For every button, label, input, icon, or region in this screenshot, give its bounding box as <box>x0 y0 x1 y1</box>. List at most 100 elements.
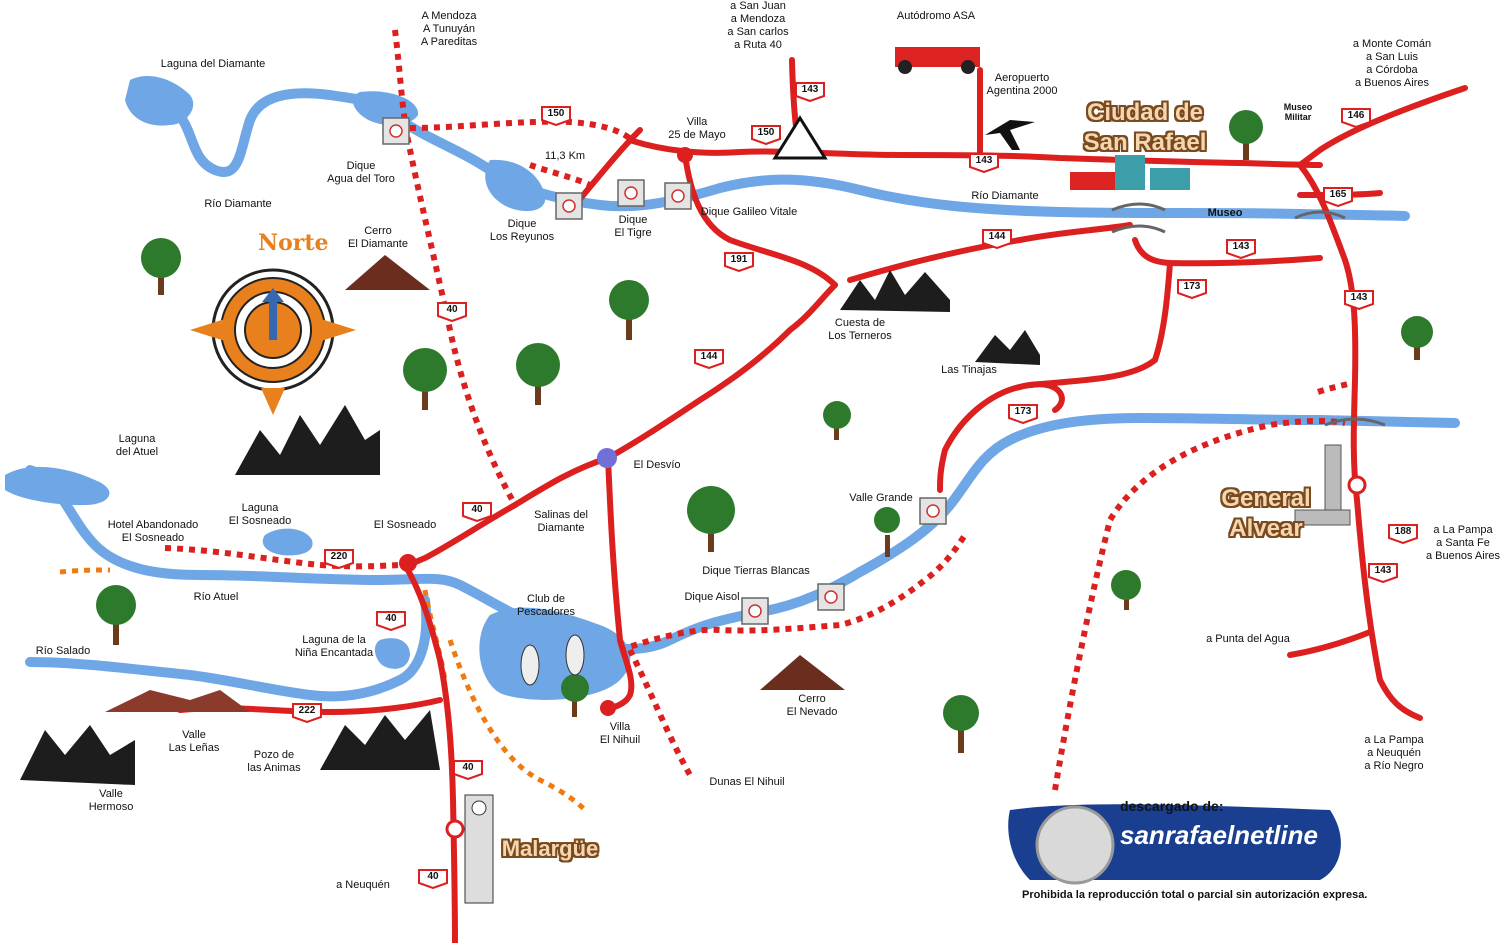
label-line: Las Leñas <box>168 742 220 754</box>
race-car-icon <box>895 47 980 74</box>
compass-rose <box>190 268 356 415</box>
tree-icon <box>516 343 560 405</box>
tree-icon <box>96 585 136 645</box>
tree-icon <box>403 348 447 410</box>
label-line: El Sosneado <box>373 519 437 531</box>
fish-icons <box>520 634 585 686</box>
dam-icon <box>817 583 845 611</box>
label-dunas: Dunas El Nihuil <box>709 776 784 789</box>
shield-icon <box>751 125 781 145</box>
route-165 <box>1297 162 1423 721</box>
label-line: a Ruta 40 <box>734 39 782 51</box>
dam-icon <box>382 117 410 145</box>
rio-diamante-upper <box>170 88 1410 221</box>
label-line: El Desvío <box>633 459 681 471</box>
route-40-south <box>402 562 458 943</box>
mountain-icon <box>235 405 380 475</box>
shield-icon <box>724 252 754 272</box>
shield-icon <box>453 760 483 780</box>
mountains <box>20 255 1040 785</box>
shield-icon <box>1341 108 1371 128</box>
label-line: A Pareditas <box>420 36 478 48</box>
monument-icon <box>1294 444 1351 526</box>
laguna-del-atuel-shape <box>5 466 110 506</box>
route-number: 143 <box>1232 241 1250 252</box>
fish-icon <box>520 644 540 686</box>
label-line: Hotel Abandonado <box>107 519 199 531</box>
bridge-icon <box>1111 224 1166 234</box>
route-shield: 143 <box>1368 563 1398 583</box>
route-shield: 188 <box>1388 524 1418 544</box>
cerro-nevado-icon <box>760 655 845 690</box>
label-las-tinajas: Las Tinajas <box>941 364 997 377</box>
city-line: Malargüe <box>501 836 599 861</box>
route-number: 143 <box>1350 292 1368 303</box>
city-skyline-icon <box>1070 155 1190 190</box>
orange-roads <box>59 567 587 812</box>
label-line: Niña Encantada <box>294 647 374 659</box>
label-line: Cerro <box>364 225 392 237</box>
shield-icon <box>1344 290 1374 310</box>
label-line: Aeropuerto <box>994 72 1050 84</box>
label-line: a Río Negro <box>1364 760 1424 772</box>
label-rio-atuel: Río Atuel <box>194 591 239 604</box>
label-line: A Tunuyán <box>422 23 475 35</box>
shield-icon <box>418 869 448 889</box>
shield-icon <box>1368 563 1398 583</box>
label-line: Dique <box>346 160 376 172</box>
label-line: Villa <box>609 721 631 733</box>
dirt-road-alvear-north <box>1317 381 1349 395</box>
route-number: 143 <box>1374 565 1392 576</box>
tree-icon <box>561 674 589 717</box>
label-line: 25 de Mayo <box>668 129 726 141</box>
label-km: 11,3 Km <box>545 150 585 163</box>
dirt-road-150 <box>409 118 634 143</box>
shield-icon <box>982 229 1012 249</box>
label-line: Dique Tierras Blancas <box>702 565 810 577</box>
label-line: Pescadores <box>516 606 576 618</box>
route-shield: 143 <box>969 153 999 173</box>
route-143-sr-alvear <box>1132 237 1323 267</box>
shield-icon <box>437 302 467 322</box>
label-line: a Neuquén <box>1367 747 1421 759</box>
label-line: a Córdoba <box>1366 64 1418 76</box>
label-dique-aisol: Dique Aisol <box>684 591 739 604</box>
dirt-road-aisol <box>619 533 968 653</box>
credit-logo-bg <box>1008 804 1341 885</box>
junctions <box>399 147 1367 839</box>
label-rio-diamante-w: Río Diamante <box>204 198 271 211</box>
route-shield: 191 <box>724 252 754 272</box>
bridge-icon <box>1294 210 1346 220</box>
dam-icon <box>919 497 947 525</box>
label-laguna-diamante: Laguna del Diamante <box>161 58 266 71</box>
dam-icon <box>664 182 692 210</box>
route-punta-agua <box>1287 629 1373 658</box>
label-autodromo: Autódromo ASA <box>897 10 975 23</box>
label-line: El Nihuil <box>599 734 641 746</box>
shield-icon <box>1177 279 1207 299</box>
route-number: 173 <box>1014 406 1032 417</box>
label-line: Villa <box>686 116 708 128</box>
label-line: 11,3 Km <box>544 150 586 162</box>
label-line: a San Luis <box>1366 51 1418 63</box>
shield-icon <box>541 106 571 126</box>
label-line: a San carlos <box>727 26 789 38</box>
label-line: Museo <box>1207 207 1243 219</box>
general-alvear-marker <box>1347 475 1367 495</box>
tree-icon <box>823 401 851 440</box>
roundabout-sign <box>772 115 828 160</box>
valle-las-lenas-icon <box>105 690 250 712</box>
route-shield: 222 <box>292 703 322 723</box>
label-line: El Sosneado <box>228 515 292 527</box>
label-line: Río Salado <box>35 645 91 657</box>
shield-icon <box>292 703 322 723</box>
mountain-icon <box>975 330 1040 365</box>
bridge-icon <box>1324 417 1386 427</box>
shield-icon <box>1226 239 1256 259</box>
